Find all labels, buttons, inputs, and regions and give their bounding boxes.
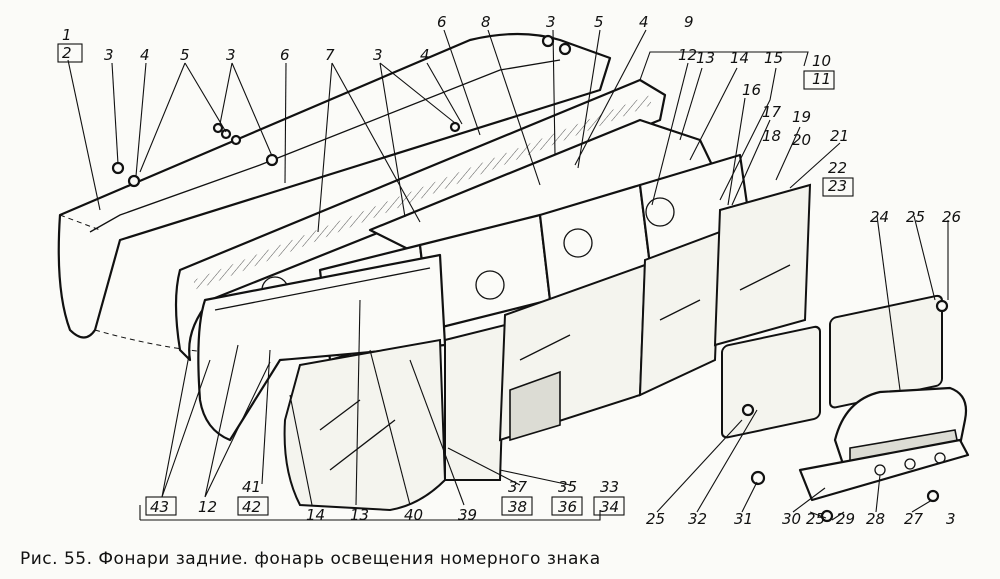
figure-caption: Рис. 55. Фонари задние. фонарь освещения… — [20, 549, 601, 569]
callout-number: 38 — [508, 498, 527, 516]
callout-number: 20 — [792, 131, 811, 149]
callout-number: 25 — [646, 510, 665, 528]
callout-number: 26 — [942, 208, 961, 226]
callout-number: 12 — [198, 498, 217, 516]
callout-number: 33 — [600, 478, 619, 496]
callout-number: 11 — [812, 70, 831, 88]
callout-number: 42 — [242, 498, 261, 516]
callout-number: 3 — [946, 510, 956, 528]
callout-number: 3 — [373, 46, 383, 64]
callout-number: 8 — [481, 13, 491, 31]
callout-number: 9 — [684, 13, 694, 31]
callout-number: 39 — [458, 506, 477, 524]
callout-number: 41 — [242, 478, 261, 496]
callout-number: 37 — [508, 478, 528, 496]
lenses — [283, 183, 812, 512]
callout-number: 10 — [812, 52, 831, 70]
callout-leaders — [67, 29, 949, 521]
callout-number: 14 — [306, 506, 325, 524]
callout-number: 27 — [904, 510, 924, 528]
callout-number: 14 — [730, 49, 749, 67]
callout-number: 16 — [742, 81, 761, 99]
callout-number: 25 — [906, 208, 925, 226]
callout-number: 1 — [62, 26, 72, 44]
fasteners — [111, 34, 949, 523]
callout-number: 21 — [830, 127, 849, 145]
plate-lamp-body — [798, 386, 970, 502]
callout-number: 15 — [764, 49, 783, 67]
callout-number: 24 — [870, 208, 889, 226]
callout-number: 43 — [150, 498, 169, 516]
callout-number: 3 — [546, 13, 556, 31]
callout-number: 35 — [558, 478, 577, 496]
callout-number: 6 — [280, 46, 290, 64]
callout-number: 7 — [325, 46, 335, 64]
callout-number: 17 — [762, 103, 782, 121]
callout-number: 3 — [226, 46, 236, 64]
callout-number: 6 — [437, 13, 447, 31]
callout-number: 13 — [350, 506, 369, 524]
label-frames — [57, 43, 854, 516]
callout-number: 22 — [828, 159, 847, 177]
callout-number: 3 — [104, 46, 114, 64]
callout-number: 5 — [180, 46, 190, 64]
callout-number: 19 — [792, 108, 811, 126]
callout-number: 4 — [639, 13, 649, 31]
callout-number: 4 — [140, 46, 150, 64]
callout-number: 29 — [836, 510, 855, 528]
callout-number: 36 — [558, 498, 577, 516]
callout-number: 13 — [696, 49, 715, 67]
callout-number: 2 — [62, 44, 72, 62]
callout-number: 34 — [600, 498, 619, 516]
callout-number: 4 — [420, 46, 430, 64]
callout-number: 23 — [828, 177, 847, 195]
callout-number: 28 — [866, 510, 885, 528]
mounting-frame — [174, 78, 714, 362]
callout-number: 31 — [734, 510, 753, 528]
callout-number: 18 — [762, 127, 781, 145]
callout-number: 12 — [678, 46, 697, 64]
callout-number: 40 — [404, 506, 423, 524]
callout-number: 30 — [782, 510, 801, 528]
callout-number: 5 — [594, 13, 604, 31]
callout-number: 32 — [688, 510, 707, 528]
callout-number: 25 — [806, 510, 825, 528]
plate-lamp-glasses — [721, 294, 943, 439]
